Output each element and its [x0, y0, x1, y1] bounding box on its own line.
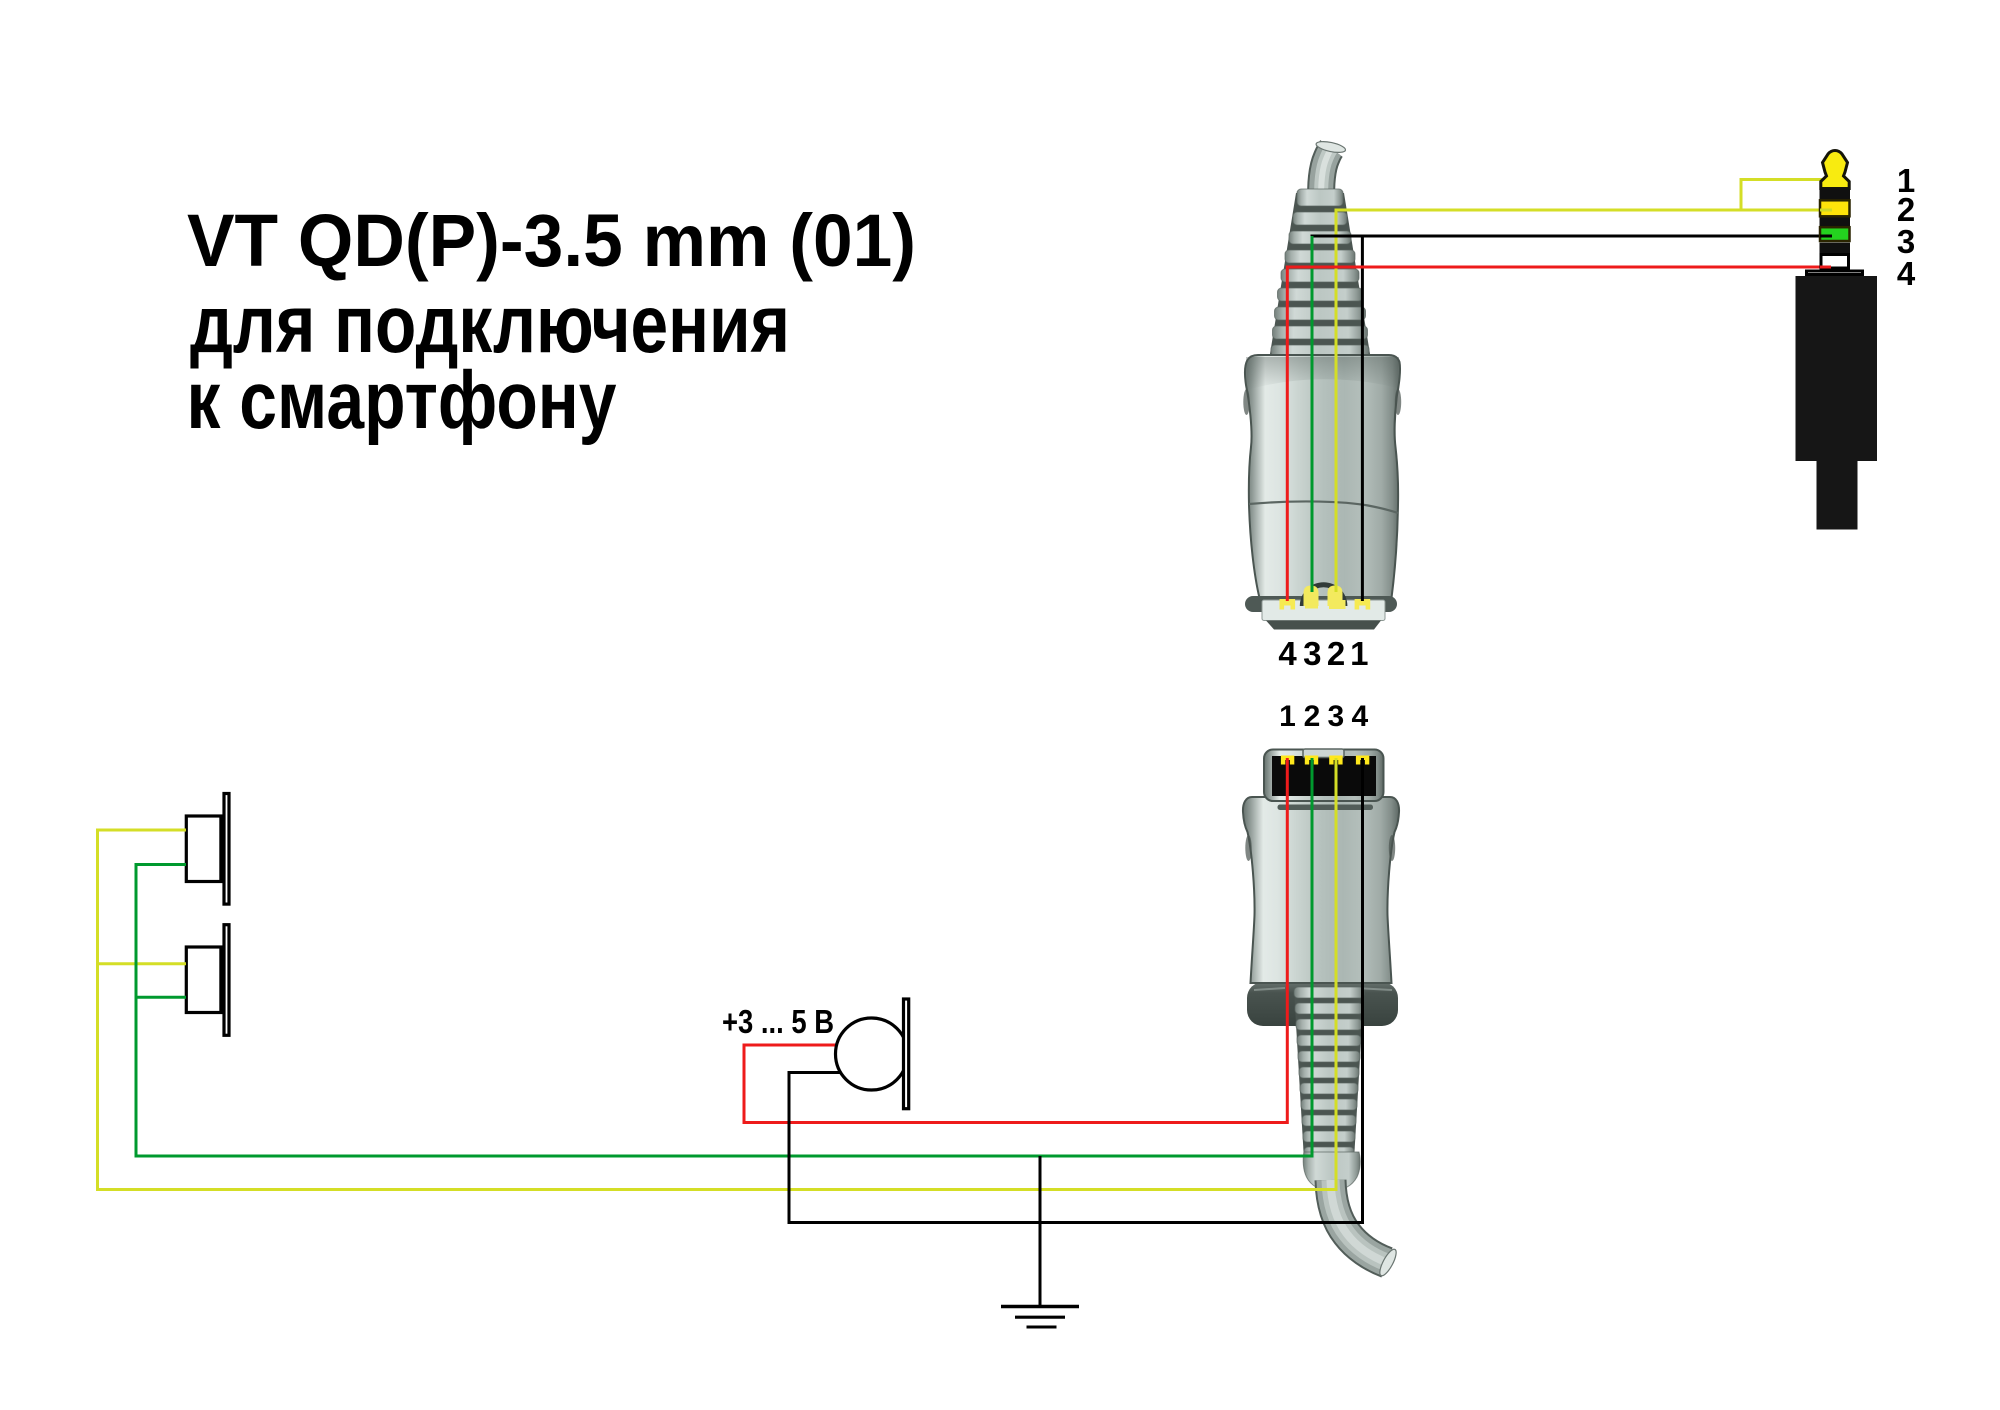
svg-text:1: 1 [1350, 635, 1368, 672]
svg-text:3: 3 [1897, 223, 1915, 260]
svg-text:для подключения: для подключения [190, 279, 790, 370]
svg-text:2: 2 [1304, 700, 1321, 733]
svg-text:4: 4 [1897, 255, 1916, 292]
svg-text:2: 2 [1897, 191, 1915, 228]
svg-text:3: 3 [1328, 700, 1345, 733]
svg-text:4: 4 [1351, 700, 1368, 733]
svg-text:3: 3 [1303, 635, 1321, 672]
svg-text:2: 2 [1327, 635, 1345, 672]
svg-text:к смартфону: к смартфону [187, 355, 617, 446]
svg-text:+3 ... 5 В: +3 ... 5 В [722, 1003, 834, 1040]
svg-text:VT QD(P)-3.5 mm (01): VT QD(P)-3.5 mm (01) [187, 199, 916, 282]
svg-text:1: 1 [1897, 162, 1915, 199]
svg-text:4: 4 [1278, 635, 1297, 672]
svg-text:1: 1 [1279, 700, 1296, 733]
